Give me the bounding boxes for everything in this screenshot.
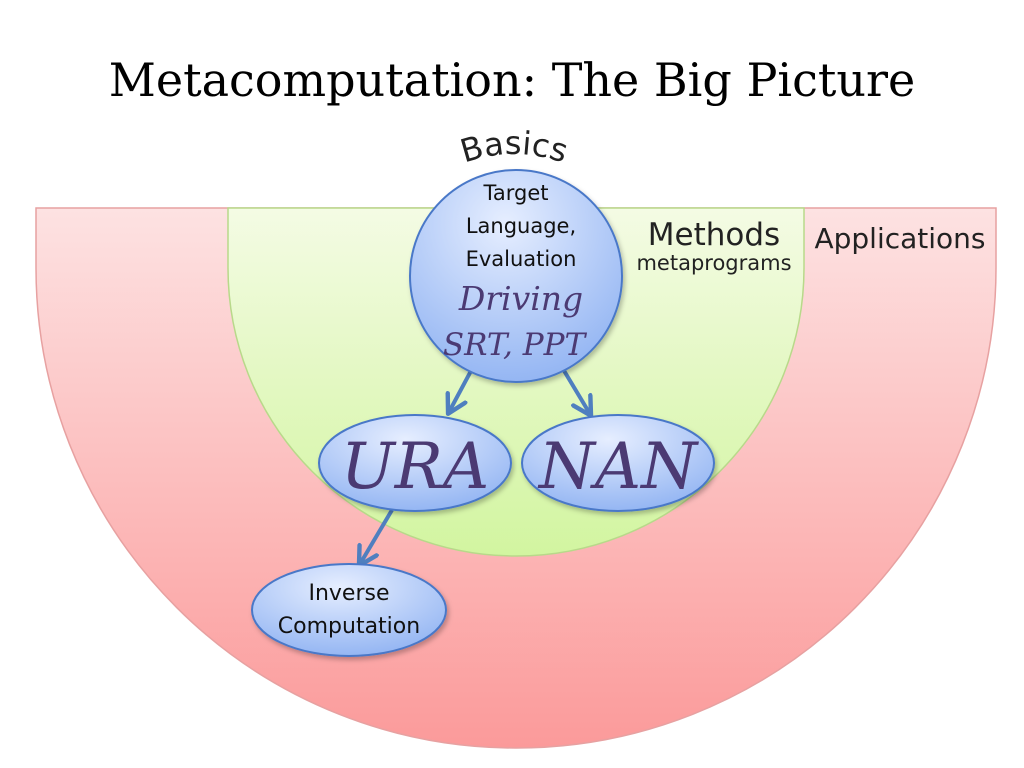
page-title: Metacomputation: The Big Picture (109, 53, 915, 107)
ura-node: URA (318, 414, 512, 512)
basics-node-line4: Driving (458, 279, 583, 318)
methods-label: Methods (648, 217, 780, 253)
ura-node-label: URA (341, 430, 489, 504)
methods-sublabel: metaprograms (636, 251, 791, 275)
basics-node-line3: Evaluation (466, 247, 577, 271)
arrow-ura-to-inverse (360, 508, 394, 564)
basics-node-line5: SRT, PPT (443, 327, 588, 363)
basics-label: Basics (456, 124, 572, 170)
basics-node-line1: Target (483, 181, 549, 205)
inverse-computation-node: Inverse Computation (251, 563, 447, 657)
arrow-basics-to-nan (561, 367, 590, 414)
basics-node-line2: Language, (466, 214, 576, 238)
inverse-node-line2: Computation (278, 614, 420, 639)
applications-label: Applications (814, 222, 985, 255)
nan-node: NAN (521, 414, 715, 512)
arrow-basics-to-ura (449, 368, 474, 412)
inverse-node-line1: Inverse (308, 581, 389, 606)
basics-node: Target Language, Evaluation Driving SRT,… (409, 169, 623, 383)
nan-node-label: NAN (537, 430, 699, 504)
